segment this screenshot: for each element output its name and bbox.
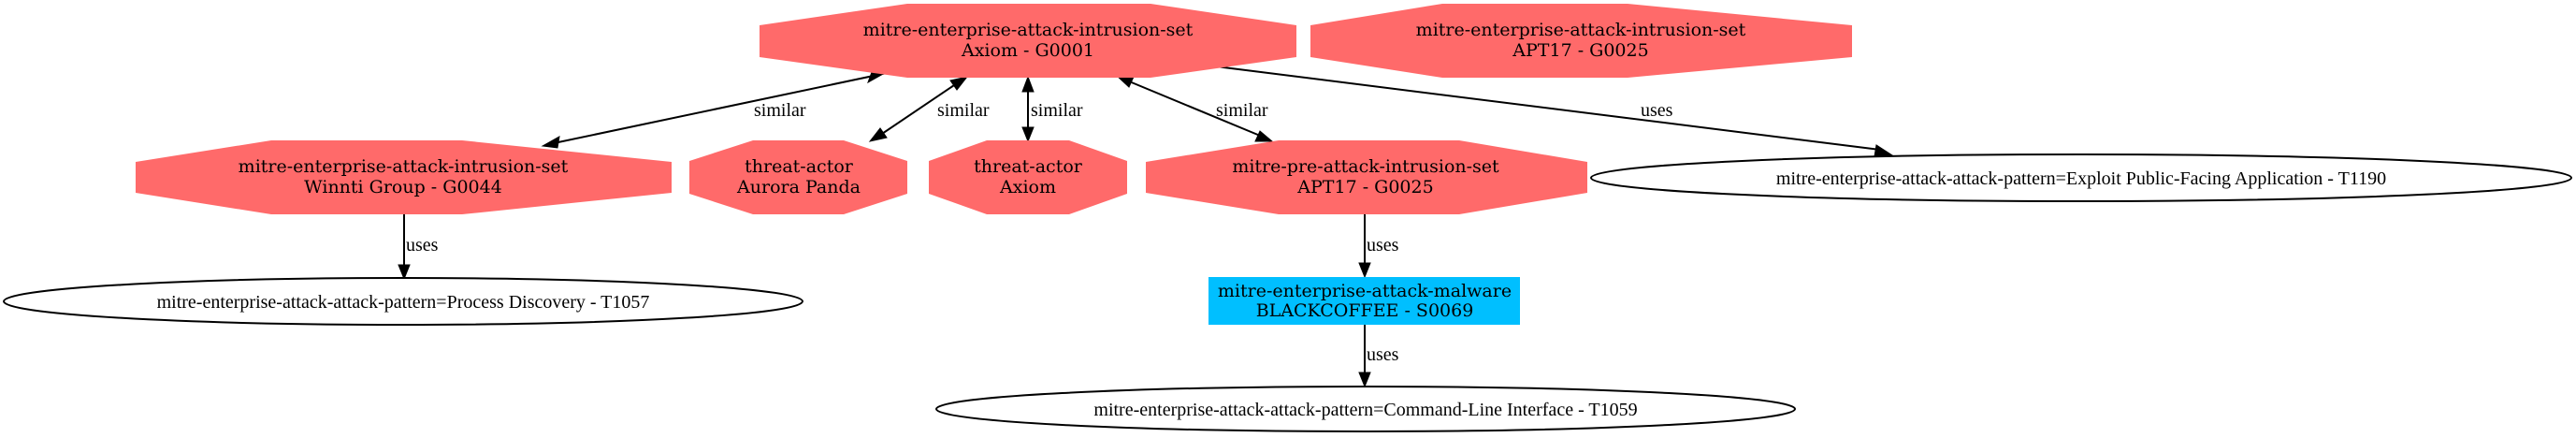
edge-label: similar bbox=[754, 100, 806, 121]
edge-label: similar bbox=[1216, 100, 1268, 121]
node-name: Axiom - G0001 bbox=[961, 40, 1094, 61]
edge-label: similar bbox=[937, 100, 990, 121]
octagon-shape bbox=[136, 140, 672, 214]
node-winnti[interactable]: mitre-enterprise-attack-intrusion-set Wi… bbox=[136, 140, 672, 214]
edge-label: uses bbox=[1641, 100, 1673, 121]
edge-blackcoffee-cmdline[interactable]: uses bbox=[1358, 325, 1399, 388]
edge-axiom-winnti[interactable]: similar bbox=[541, 71, 888, 149]
edge-winnti-process[interactable]: uses bbox=[398, 214, 439, 281]
node-name: Winnti Group - G0044 bbox=[304, 177, 502, 197]
node-label: mitre-enterprise-attack-attack-pattern=P… bbox=[157, 292, 650, 313]
arrowhead-icon bbox=[541, 136, 560, 149]
edge-label: uses bbox=[1367, 344, 1399, 365]
node-name: APT17 - G0025 bbox=[1296, 177, 1433, 197]
node-blackcoffee[interactable]: mitre-enterprise-attack-malware BLACKCOF… bbox=[1208, 277, 1520, 325]
node-type: threat-actor bbox=[974, 156, 1083, 177]
node-name: APT17 - G0025 bbox=[1512, 40, 1648, 61]
node-cmdline-t1059[interactable]: mitre-enterprise-attack-attack-pattern=C… bbox=[935, 386, 1796, 432]
edge-line bbox=[1215, 66, 1881, 151]
node-apt17-top[interactable]: mitre-enterprise-attack-intrusion-set AP… bbox=[1310, 4, 1852, 78]
edge-axiom-axiom-actor[interactable]: similar bbox=[1021, 75, 1083, 143]
octagon-shape bbox=[689, 140, 907, 214]
node-type: mitre-enterprise-attack-intrusion-set bbox=[1416, 20, 1746, 40]
edge-axiom-aurora[interactable]: similar bbox=[868, 76, 990, 142]
node-name: Axiom bbox=[999, 177, 1056, 197]
node-process-t1057[interactable]: mitre-enterprise-attack-attack-pattern=P… bbox=[3, 277, 803, 326]
edge-axiom-apt17-pre[interactable]: similar bbox=[1115, 75, 1274, 142]
edge-label: similar bbox=[1031, 100, 1083, 121]
node-exploit-t1190[interactable]: mitre-enterprise-attack-attack-pattern=E… bbox=[1590, 153, 2572, 202]
edge-label: uses bbox=[406, 235, 439, 256]
arrowhead-icon bbox=[1358, 372, 1371, 388]
node-label: mitre-enterprise-attack-attack-pattern=C… bbox=[1093, 400, 1637, 420]
edge-label: uses bbox=[1367, 235, 1399, 256]
arrowhead-icon bbox=[1874, 144, 1894, 157]
node-type: mitre-enterprise-attack-intrusion-set bbox=[863, 20, 1194, 40]
arrowhead-icon bbox=[1254, 130, 1274, 142]
ellipse-shape bbox=[3, 277, 803, 326]
edge-line bbox=[553, 72, 888, 144]
arrowhead-icon bbox=[1358, 262, 1371, 279]
node-name: Aurora Panda bbox=[736, 177, 861, 197]
arrowhead-icon bbox=[868, 127, 888, 142]
node-axiom-actor[interactable]: threat-actor Axiom bbox=[929, 140, 1127, 214]
node-label: mitre-enterprise-attack-attack-pattern=E… bbox=[1776, 168, 2386, 189]
node-type: threat-actor bbox=[745, 156, 854, 177]
arrowhead-icon bbox=[949, 76, 969, 91]
arrowhead-icon bbox=[398, 264, 411, 281]
octagon-shape bbox=[760, 4, 1296, 78]
arrowhead-icon bbox=[1021, 126, 1035, 143]
node-type: mitre-pre-attack-intrusion-set bbox=[1232, 156, 1499, 177]
node-apt17-pre[interactable]: mitre-pre-attack-intrusion-set APT17 - G… bbox=[1146, 140, 1587, 214]
node-aurora-panda[interactable]: threat-actor Aurora Panda bbox=[689, 140, 907, 214]
edges: similar similar similar similar uses bbox=[398, 66, 1894, 388]
edge-line bbox=[876, 79, 963, 139]
edge-apt17-blackcoffee[interactable]: uses bbox=[1358, 214, 1399, 279]
ellipse-shape bbox=[1590, 153, 2572, 202]
octagon-shape bbox=[1146, 140, 1587, 214]
ellipse-shape bbox=[935, 386, 1796, 432]
node-axiom-g0001[interactable]: mitre-enterprise-attack-intrusion-set Ax… bbox=[760, 4, 1296, 78]
node-type: mitre-enterprise-attack-malware bbox=[1218, 281, 1512, 301]
box-shape bbox=[1208, 277, 1520, 325]
node-type: mitre-enterprise-attack-intrusion-set bbox=[239, 156, 569, 177]
octagon-shape bbox=[1310, 4, 1852, 78]
edge-line bbox=[1122, 78, 1266, 139]
node-name: BLACKCOFFEE - S0069 bbox=[1256, 300, 1474, 321]
arrowhead-icon bbox=[1021, 75, 1035, 93]
octagon-shape bbox=[929, 140, 1127, 214]
